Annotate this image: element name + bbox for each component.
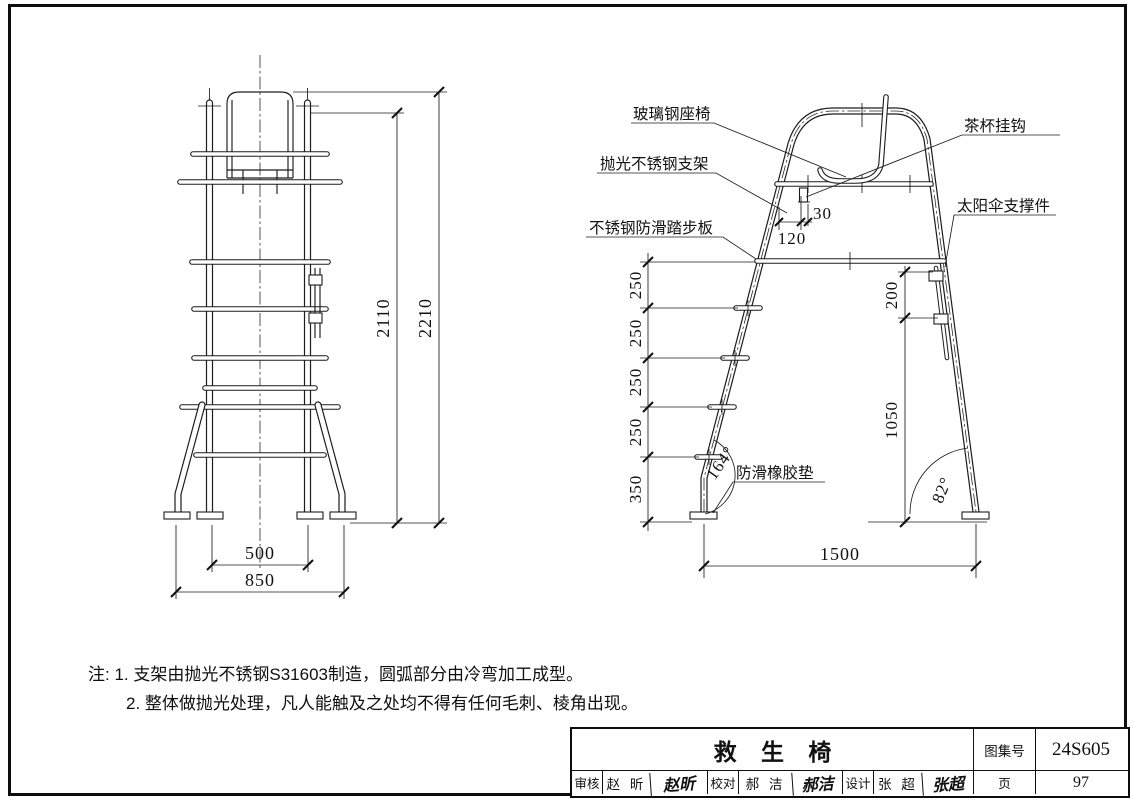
dim-step4-text: 250: [626, 418, 645, 447]
front-dim-heights: 2110 2210: [293, 86, 447, 529]
dim-30-text: 30: [813, 204, 832, 223]
reviewer-label: 审核: [574, 777, 600, 791]
dim-500-text: 500: [245, 543, 275, 563]
side-dim-right: 200 1050: [868, 266, 987, 528]
checker-name: 郝 洁: [738, 771, 792, 794]
dim-step3-text: 250: [626, 368, 645, 397]
side-treads: [694, 300, 763, 465]
note-line-2: 2. 整体做抛光处理，凡人能触及之处均不得有任何毛刺、棱角出现。: [126, 689, 638, 718]
label-umbrella: 太阳伞支撑件: [957, 197, 1050, 215]
reviewer-name: 赵 昕: [602, 771, 650, 794]
designer-signature: 张超: [921, 769, 974, 796]
side-umbrella-sleeve: [928, 265, 950, 361]
side-frame-tube: [700, 107, 980, 516]
dim-1050-text: 1050: [882, 401, 901, 439]
reviewer-signature: 赵昕: [649, 769, 708, 796]
rubber-pad-right: [961, 511, 990, 520]
angle-82-text: 82°: [928, 474, 956, 506]
note-item-2: 2. 整体做抛光处理，凡人能触及之处均不得有任何毛刺、棱角出现。: [126, 694, 638, 713]
dim-step1-text: 250: [626, 271, 645, 300]
dim-2210-text: 2210: [415, 298, 435, 338]
sheet-border-frame: [8, 4, 1127, 796]
side-labels: 玻璃钢座椅 茶杯挂钩 抛光不锈钢支架 不锈钢防滑踏步板 太阳伞支撑件 防滑橡胶垫: [586, 105, 1060, 514]
side-seat-profile: [817, 94, 889, 184]
dim-2110-text: 2110: [373, 298, 393, 337]
page-number: 97: [1035, 771, 1126, 794]
label-hook: 茶杯挂钩: [964, 117, 1026, 135]
note-line-1: 注: 1. 支架由抛光不锈钢S31603制造，圆弧部分由冷弯加工成型。: [88, 660, 638, 689]
designer-label: 设计: [842, 771, 873, 794]
side-view: 250 250 250 250 350 200 1050 1500: [586, 94, 1060, 578]
checker-label: 校对: [707, 771, 738, 794]
note-item-1: 1. 支架由抛光不锈钢S31603制造，圆弧部分由冷弯加工成型。: [114, 665, 583, 684]
atlas-no-value: 24S605: [1035, 729, 1126, 770]
designer-name: 张 超: [873, 771, 922, 794]
sheet-title: 救 生 椅: [713, 738, 841, 765]
label-pad: 防滑橡胶垫: [736, 464, 814, 482]
front-seat: [226, 91, 294, 194]
side-dim-chain: 250 250 250 250 350: [626, 253, 755, 531]
label-tread: 不锈钢防滑踏步板: [589, 219, 713, 237]
dim-1500-text: 1500: [820, 544, 860, 564]
atlas-no-label: 图集号: [973, 729, 1035, 770]
dim-850-text: 850: [245, 570, 275, 590]
side-cup-hook: [798, 187, 810, 203]
checker-signature: 郝洁: [791, 769, 843, 796]
dim-step2-text: 250: [626, 319, 645, 348]
front-dim-widths: 500 850: [170, 525, 350, 599]
note-prefix: 注:: [88, 665, 110, 684]
label-seat: 玻璃钢座椅: [633, 105, 711, 123]
front-legs: [163, 401, 357, 520]
dim-120-text: 120: [778, 229, 807, 248]
label-frame: 抛光不锈钢支架: [600, 155, 709, 173]
side-dim-hook: 30 120: [774, 196, 832, 248]
rubber-pad-left: [689, 511, 718, 520]
notes: 注: 1. 支架由抛光不锈钢S31603制造，圆弧部分由冷弯加工成型。 2. 整…: [88, 660, 638, 718]
page-label: 页: [973, 771, 1035, 794]
front-umbrella-sleeve: [308, 268, 323, 338]
side-dim-base: 1500: [698, 524, 982, 578]
title-block: 救 生 椅 图集号 24S605 审核 赵 昕 赵昕 校对 郝 洁 郝洁 设计 …: [570, 727, 1130, 798]
front-rails: [177, 151, 343, 458]
dim-step5-text: 350: [626, 475, 645, 504]
front-view: 2110 2210 500 850: [163, 55, 447, 599]
dim-200-text: 200: [882, 281, 901, 310]
